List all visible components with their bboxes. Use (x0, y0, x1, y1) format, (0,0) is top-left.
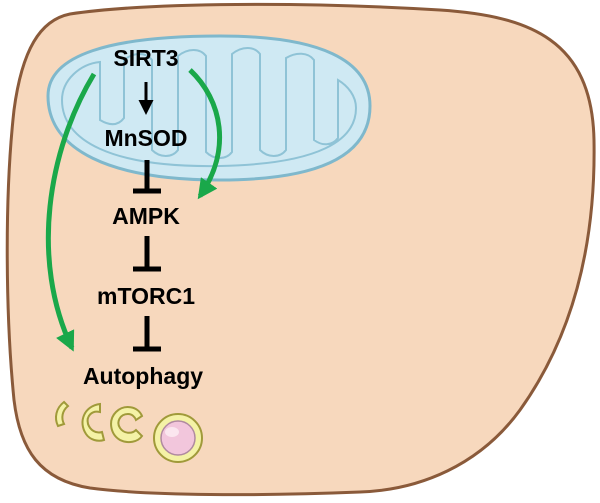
edge-ampk-inhibits-mtorc1 (133, 236, 161, 272)
phagophore-large (110, 406, 144, 444)
node-mtorc1: mTORC1 (97, 283, 195, 309)
mitochondrion (46, 34, 372, 182)
node-autophagy: Autophagy (83, 363, 203, 389)
phagophore-small (55, 400, 70, 428)
edge-sirt3-activates-autophagy (45, 72, 97, 352)
edge-mnsod-inhibits-ampk (133, 160, 161, 194)
node-mnsod: MnSOD (104, 125, 187, 151)
edge-mtorc1-inhibits-autophagy (133, 316, 161, 352)
node-sirt3: SIRT3 (113, 45, 178, 71)
edge-sirt3-activates-ampk (188, 68, 222, 200)
autophagosome (153, 413, 203, 463)
node-ampk: AMPK (112, 203, 180, 229)
mitochondrial-cristae (60, 47, 358, 168)
autophagosome-formation-icons (55, 400, 203, 463)
phagophore-medium (81, 402, 106, 442)
